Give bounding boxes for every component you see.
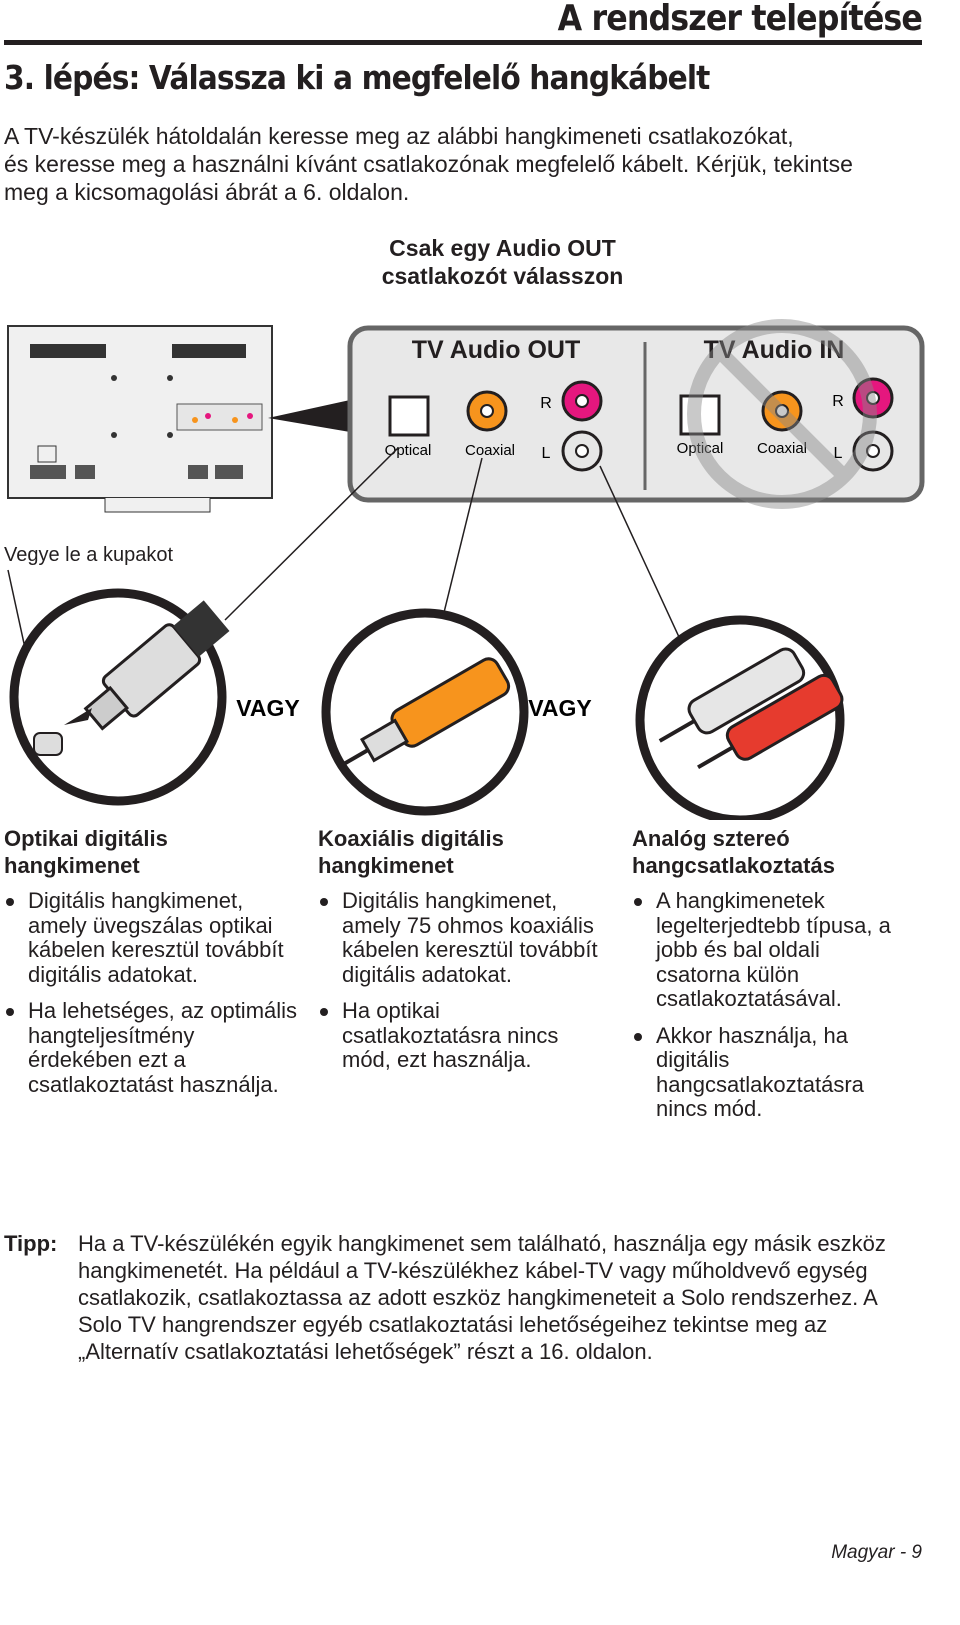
prohibited-icon — [687, 319, 877, 509]
audio-in-jacks: Optical Coaxial R L — [677, 377, 894, 472]
coaxial-cable-illustration — [321, 608, 529, 816]
rca-cable-illustration — [635, 615, 845, 820]
bullet-item: Digitális hangkimenet, amely 75 ohmos ko… — [318, 888, 598, 987]
bullet-item: Ha optikai csatlakoztatásra nincs mód, e… — [318, 998, 598, 1073]
bullet-item: Digitális hangkimenet, amely üvegszálas … — [4, 888, 304, 987]
coaxial-label: Coaxial — [465, 442, 515, 459]
page-title: 3. lépés: Válassza ki a megfelelő hangká… — [4, 58, 710, 97]
or-label: VAGY — [528, 695, 591, 721]
header-rule — [4, 40, 922, 45]
connector-diagram: TV Audio OUT TV Audio IN Optical Coaxial… — [7, 319, 925, 820]
or-label: VAGY — [236, 695, 299, 721]
intro-line: és keresse meg a használni kívánt csatla… — [4, 151, 853, 177]
right-label: R — [832, 393, 844, 410]
intro-line: A TV-készülék hátoldalán keresse meg az … — [4, 123, 794, 149]
audio-out-jacks: Optical Coaxial R L — [385, 380, 603, 472]
optical-port-icon — [388, 395, 430, 437]
coaxial-label: Coaxial — [757, 440, 807, 457]
intro-paragraph: A TV-készülék hátoldalán keresse meg az … — [4, 122, 934, 206]
optical-label: Optical — [677, 440, 724, 457]
choose-note-line: Csak egy Audio OUT — [389, 235, 616, 261]
tv-audio-in-label: TV Audio IN — [704, 336, 845, 364]
section-header: A rendszer telepítése — [557, 0, 923, 39]
choose-note-line: csatlakozót válasszon — [381, 263, 624, 289]
page-footer: Magyar - 9 — [831, 1542, 922, 1563]
tip-text: Ha a TV-készülékén egyik hangkimenet sem… — [78, 1231, 886, 1364]
remove-cap-note: Vegye le a kupakot — [4, 544, 174, 566]
bullet-item: Ha lehetséges, az optimális hangteljesít… — [4, 998, 304, 1097]
optical-label: Optical — [385, 442, 432, 459]
bullet-item: Akkor használja, ha digitális hangcsatla… — [632, 1023, 907, 1122]
optical-cable-illustration — [9, 588, 230, 806]
left-label: L — [542, 445, 551, 462]
intro-line: meg a kicsomagolási ábrát a 6. oldalon. — [4, 179, 410, 205]
right-label: R — [540, 395, 552, 412]
bullet-item: A hangkimenetek legelterjedtebb típusa, … — [632, 888, 907, 1012]
tv-back-illustration — [7, 325, 350, 513]
left-label: L — [834, 445, 843, 462]
choose-note: Csak egy Audio OUT csatlakozót válasszon — [330, 234, 675, 290]
tip-label: Tipp: — [4, 1231, 58, 1256]
tv-audio-out-label: TV Audio OUT — [412, 336, 581, 364]
